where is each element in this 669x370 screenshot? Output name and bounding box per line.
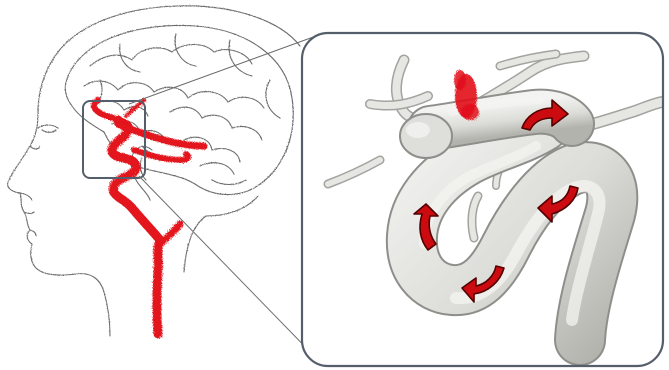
- inset-panel: [302, 33, 663, 366]
- carotid-artery: [94, 100, 204, 334]
